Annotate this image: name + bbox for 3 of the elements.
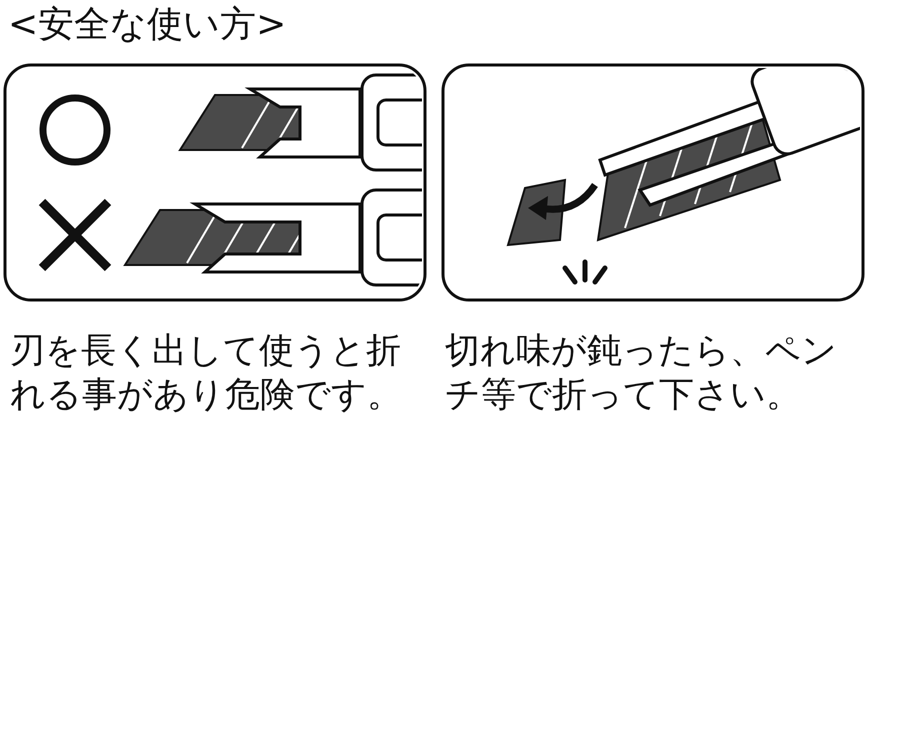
heading: <安全な使い方> (8, 3, 286, 47)
caption-text: 切れ味が鈍ったら、ペンチ等で折って下さい。 (445, 330, 838, 417)
caption-text: 刃を長く出して使うと折れる事があり危険です。 (10, 330, 403, 417)
